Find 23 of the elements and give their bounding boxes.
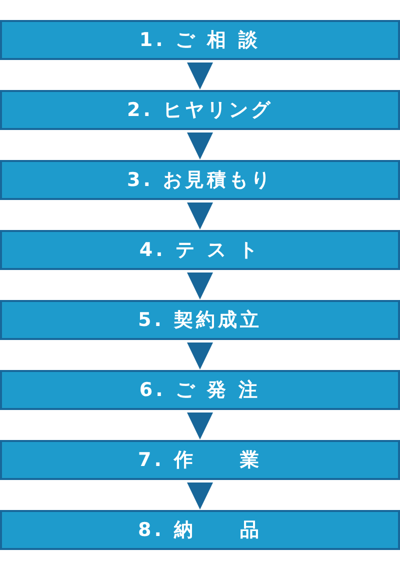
arrow: [187, 132, 213, 160]
arrow: [187, 62, 213, 90]
step-label: 4. テ ス ト: [139, 240, 261, 260]
step-label: 1. ご 相 談: [139, 30, 261, 50]
process-box: [0, 90, 400, 130]
process-box: [0, 20, 400, 60]
arrow: [187, 342, 213, 370]
step-label: 2. ヒヤリング: [126, 100, 274, 120]
arrow: [187, 272, 213, 300]
arrow: [187, 482, 213, 510]
step-label: 5. 契約成立: [138, 310, 262, 330]
process-box: [0, 440, 400, 480]
process-box: [0, 510, 400, 550]
step-label: 7. 作 業: [138, 450, 262, 470]
process-box: [0, 160, 400, 200]
step-label: 8. 納 品: [138, 520, 262, 540]
process-box: [0, 300, 400, 340]
process-box: [0, 370, 400, 410]
arrow: [187, 202, 213, 230]
process-box: [0, 230, 400, 270]
step-label: 3. お見積もり: [126, 170, 274, 190]
step-label: 6. ご 発 注: [139, 380, 261, 400]
arrow: [187, 412, 213, 440]
